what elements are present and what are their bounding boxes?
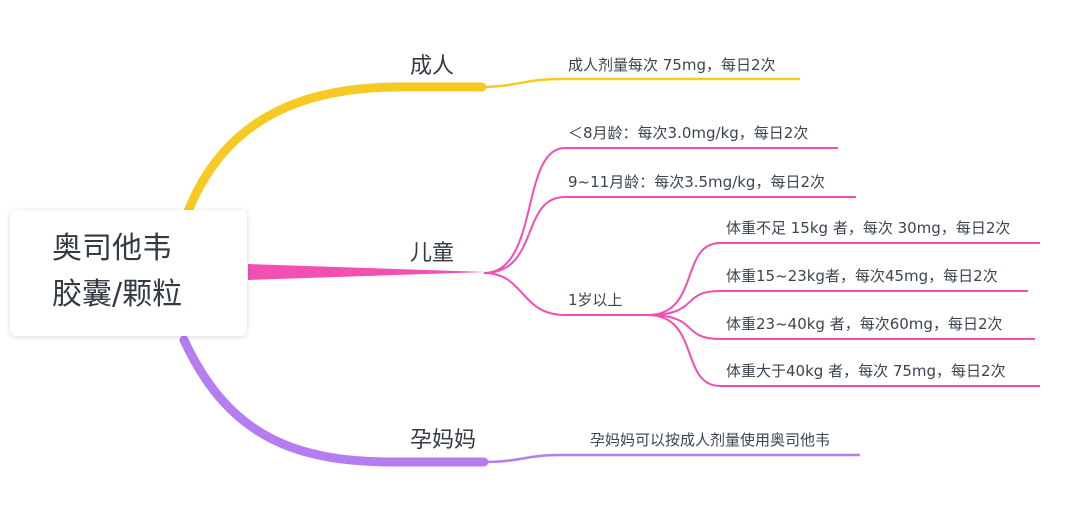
child-9-11-months-item[interactable]: 9~11月龄：每次3.5mg/kg，每日2次 bbox=[568, 173, 825, 191]
pregnant-leaf-connector bbox=[483, 453, 860, 464]
weight-leaf-connector bbox=[647, 314, 1035, 340]
child-over-1-year-item[interactable]: 1岁以上 bbox=[568, 291, 623, 309]
weight-15-23kg-item[interactable]: 体重15~23kg者，每次45mg，每日2次 bbox=[726, 267, 998, 285]
child-under-8-months-item[interactable]: ＜8月龄：每次3.0mg/kg，每日2次 bbox=[568, 124, 809, 142]
branch-adult[interactable]: 成人 bbox=[410, 54, 455, 79]
child-leaf-connector bbox=[483, 196, 856, 274]
root-node[interactable]: 奥司他韦 胶囊/颗粒 bbox=[10, 210, 247, 336]
child-leaf-connector bbox=[483, 147, 838, 274]
branch-child[interactable]: 儿童 bbox=[410, 241, 455, 266]
branch-pregnant[interactable]: 孕妈妈 bbox=[410, 428, 477, 453]
adult-dose-item[interactable]: 成人剂量每次 75mg，每日2次 bbox=[568, 56, 776, 74]
root-title-line1: 奥司他韦 bbox=[52, 231, 172, 266]
pregnant-dose-item[interactable]: 孕妈妈可以按成人剂量使用奥司他韦 bbox=[590, 431, 831, 449]
adult-branch-connector bbox=[179, 82, 487, 227]
child-branch-connector bbox=[248, 264, 486, 280]
pregnant-branch-connector bbox=[179, 335, 489, 467]
weight-under-15kg-item[interactable]: 体重不足 15kg 者，每次 30mg，每日2次 bbox=[726, 219, 1011, 237]
weight-leaf-connector bbox=[647, 314, 1040, 387]
adult-leaf-connector bbox=[481, 77, 800, 89]
child-leaf-connector bbox=[483, 272, 648, 316]
weight-23-40kg-item[interactable]: 体重23~40kg 者，每次60mg，每日2次 bbox=[726, 315, 1003, 333]
weight-over-40kg-item[interactable]: 体重大于40kg 者，每次 75mg，每日2次 bbox=[726, 362, 1006, 380]
root-title-line2: 胶囊/颗粒 bbox=[52, 277, 183, 312]
weight-leaf-connector bbox=[647, 242, 1040, 316]
weight-leaf-connector bbox=[647, 290, 1028, 316]
